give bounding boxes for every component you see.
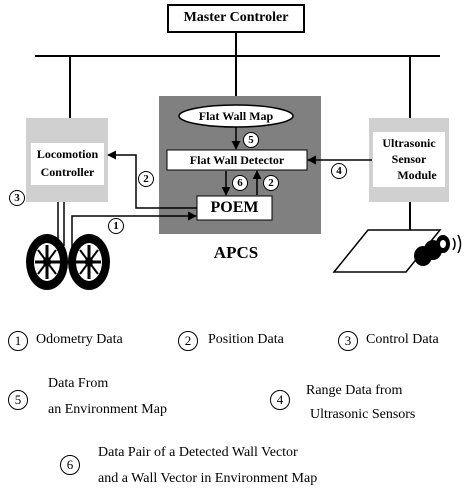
locomotion-line-1: Locomotion <box>36 147 99 161</box>
legend-position: Position Data <box>208 332 284 347</box>
legend-badge-range: 4 <box>270 390 290 410</box>
locomotion-line-2: Controller <box>40 165 95 179</box>
apcs-label: APCS <box>213 243 259 262</box>
badge-map: 5 <box>243 132 259 148</box>
arrow-position-to-locomotion <box>107 150 197 209</box>
ultrasonic-box <box>373 132 445 187</box>
poem-label: POEM <box>210 199 259 216</box>
arrow-odometry <box>71 211 197 260</box>
ultrasonic-line-2: Sensor <box>391 152 427 166</box>
flat-wall-detector-box <box>166 149 308 171</box>
ultrasonic-sensor-icon <box>332 229 462 273</box>
legend-range-line-1: Range Data from <box>306 383 403 398</box>
legend-map-line-1: Data From <box>48 376 109 391</box>
legend-badge-odometry: 1 <box>8 331 28 351</box>
legend-badge-map: 5 <box>8 390 28 410</box>
legend-pair-line-2: and a Wall Vector in Environment Map <box>98 471 318 486</box>
legend-map-line-2: an Environment Map <box>48 402 167 417</box>
legend-badge-control: 3 <box>338 331 358 351</box>
master-controller-label: Master Controler <box>183 10 289 25</box>
legend-pair-line-1: Data Pair of a Detected Wall Vector <box>98 445 298 460</box>
legend-range-line-2: Ultrasonic Sensors <box>310 407 416 422</box>
legend-odometry: Odometry Data <box>36 332 123 347</box>
flat-wall-detector-label: Flat Wall Detector <box>189 153 285 167</box>
badge-range: 4 <box>331 163 347 179</box>
badge-control: 3 <box>9 190 25 206</box>
badge-pair: 6 <box>232 175 248 191</box>
badge-position-loco: 2 <box>138 171 154 187</box>
legend-control: Control Data <box>366 332 439 347</box>
ultrasonic-line-1: Ultrasonic <box>382 136 436 150</box>
badge-odometry: 1 <box>108 218 124 234</box>
ultrasonic-line-3: Module <box>397 168 437 182</box>
legend-badge-position: 2 <box>178 331 198 351</box>
flat-wall-map-label: Flat Wall Map <box>198 109 274 123</box>
legend-badge-pair: 6 <box>60 455 80 475</box>
locomotion-box <box>31 143 104 185</box>
badge-position-apcs: 2 <box>263 175 279 191</box>
